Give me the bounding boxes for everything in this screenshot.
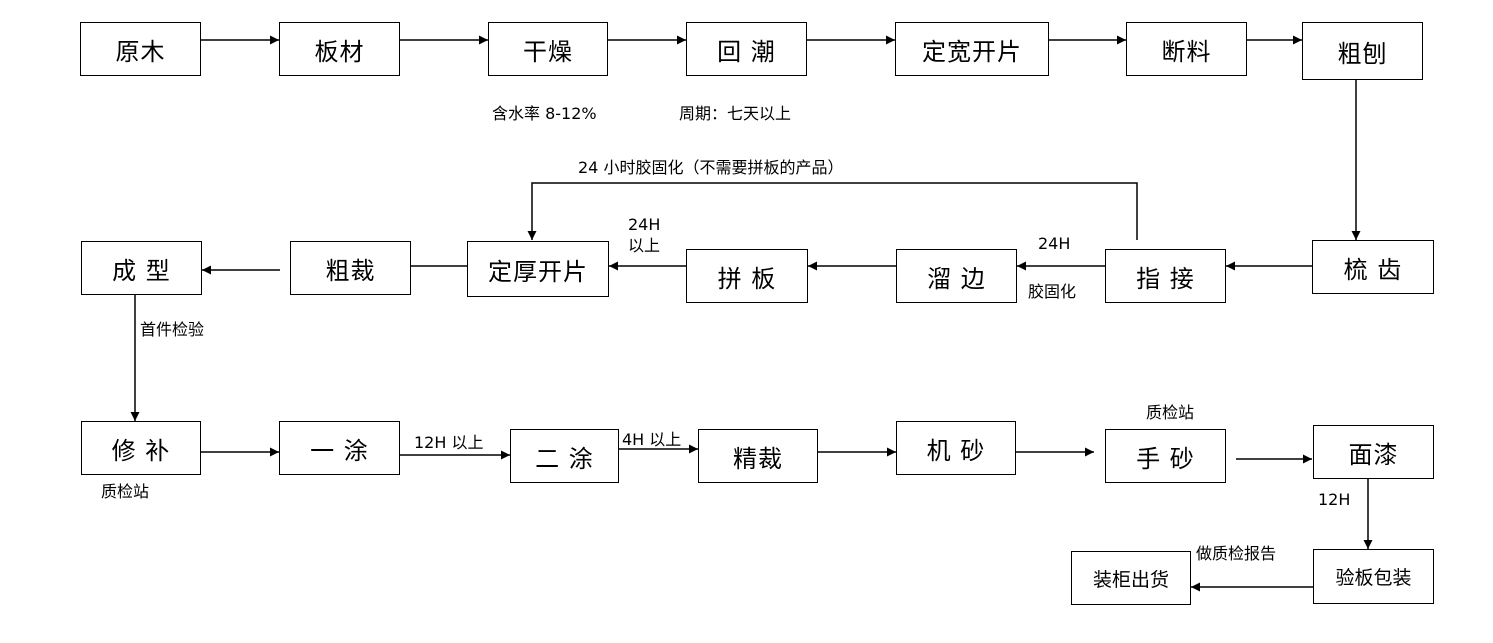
node-ganzao: 干燥	[488, 22, 608, 76]
node-yuanmu: 原木	[80, 22, 201, 76]
node-yanban-baozhuang: 验板包装	[1313, 549, 1434, 604]
node-mianqi: 面漆	[1313, 425, 1434, 479]
node-shousha: 手 砂	[1105, 429, 1226, 483]
node-duanliao: 断料	[1126, 22, 1247, 76]
arrow-bypass-zhijie-dinghou	[527, 182, 1138, 240]
note-first-inspection: 首件检验	[140, 320, 205, 339]
node-chengxing: 成 型	[81, 241, 202, 295]
node-ertu: 二 涂	[510, 429, 619, 483]
note-qc-station-right: 质检站	[1146, 403, 1195, 422]
note-cycle: 周期：七天以上	[679, 104, 792, 123]
node-xiubu: 修 补	[81, 421, 201, 475]
node-huichao: 回 潮	[686, 22, 807, 76]
node-jingcai: 精裁	[698, 429, 818, 483]
note-moisture: 含水率 8-12%	[492, 104, 597, 123]
note-qc-report: 做质检报告	[1196, 544, 1277, 563]
note-12h-above: 12H 以上	[414, 433, 484, 452]
node-bancai: 板材	[279, 22, 400, 76]
node-jisha: 机 砂	[896, 421, 1016, 475]
node-zhuanggui-chuhuo: 装柜出货	[1071, 551, 1191, 605]
node-cucai: 粗裁	[290, 241, 411, 295]
node-liubian: 溜 边	[896, 249, 1017, 303]
note-glue-cure: 胶固化	[1028, 282, 1077, 301]
note-4h-above: 4H 以上	[622, 430, 682, 449]
note-12h: 12H	[1318, 490, 1351, 509]
node-shuchi: 梳 齿	[1312, 240, 1434, 294]
note-24h-above-1: 24H	[628, 215, 661, 234]
node-pinban: 拼 板	[686, 249, 808, 303]
node-zhijie: 指 接	[1105, 249, 1226, 303]
node-yitu: 一 涂	[279, 421, 400, 475]
note-bypass: 24 小时胶固化（不需要拼板的产品）	[578, 158, 844, 177]
note-24h-above-2: 以上	[628, 236, 661, 255]
node-dingkuan-kaipian: 定宽开片	[895, 22, 1049, 76]
note-qc-station-left: 质检站	[101, 482, 150, 501]
note-24h: 24H	[1038, 234, 1071, 253]
node-cubao: 粗刨	[1302, 22, 1423, 80]
node-dinghou-kaipian: 定厚开片	[467, 241, 609, 297]
